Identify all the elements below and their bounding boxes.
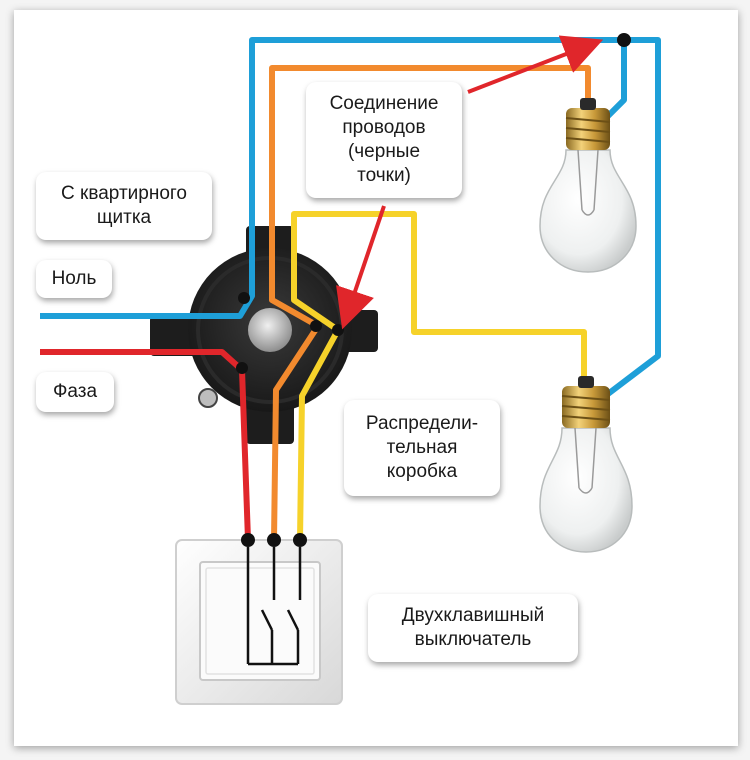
double-switch [175,533,343,705]
neutral-wire [40,37,627,319]
lamp2-wire [291,211,587,541]
junction-dot [617,33,631,47]
light-bulb-1 [539,98,637,273]
pointer-arrows [336,35,604,330]
junction-dot [238,292,250,304]
junction-dot [332,324,344,336]
junction-dot [310,320,322,332]
label-junction-box: Распредели- тельная коробка [344,400,500,496]
label-double-switch: Двухклавишный выключатель [368,594,578,662]
junction-box [150,226,378,444]
label-phase: Фаза [36,372,114,412]
label-wire-connection: Соединение проводов (черные точки) [306,82,462,198]
neutral-wire-branch-top [598,37,661,403]
phase-wire [40,349,251,541]
arrow-to-top-junction [467,35,604,94]
junction-dots [236,33,631,374]
label-neutral: Ноль [36,260,112,298]
junction-dot [236,362,248,374]
light-bulb-2 [539,376,633,553]
label-from-panel: С квартирного щитка [36,172,212,240]
box-center-cap [248,308,292,352]
arrow-to-box-junction [336,205,386,330]
